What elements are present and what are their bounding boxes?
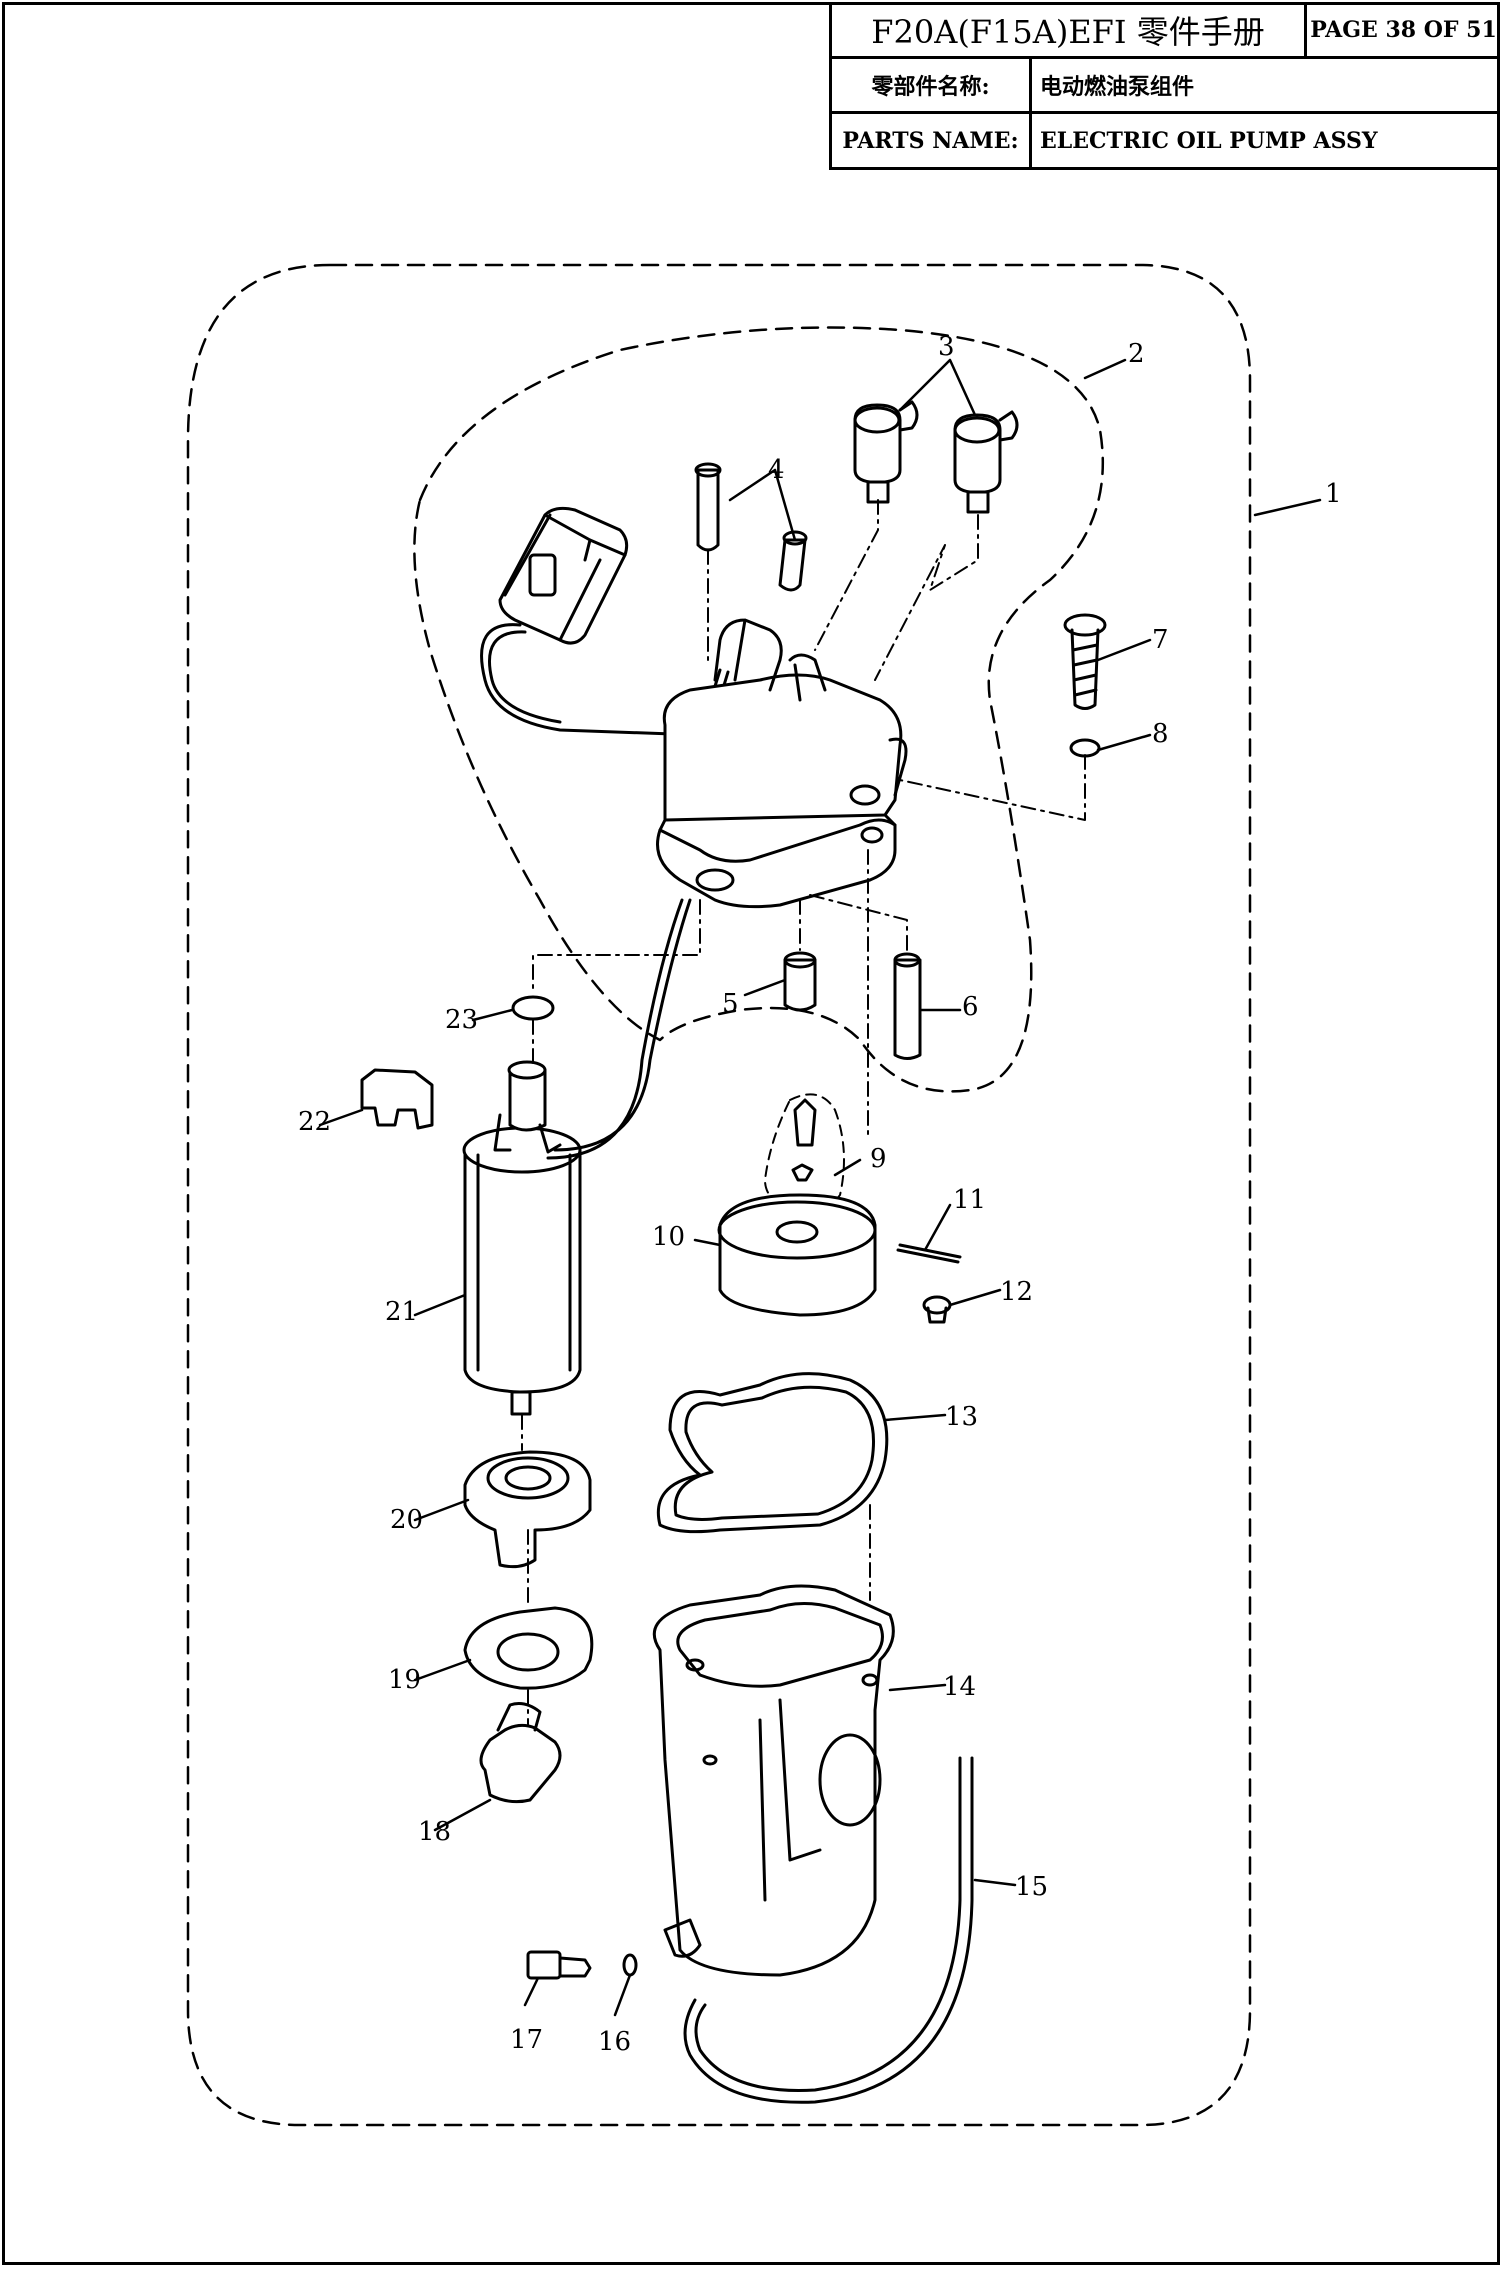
part-9-valve [791, 1098, 817, 1182]
cn-name-row: 零部件名称: 电动燃油泵组件 [832, 59, 1500, 114]
callout-5: 5 [722, 989, 739, 1019]
part-16-oring [622, 1953, 638, 1977]
callout-11: 11 [953, 1185, 986, 1215]
title-block: F20A(F15A)EFI 零件手册 PAGE 38 OF 51 零部件名称: … [829, 4, 1500, 170]
title-row: F20A(F15A)EFI 零件手册 PAGE 38 OF 51 [832, 4, 1500, 59]
en-parts-name-label: PARTS NAME: [832, 114, 1032, 167]
callout-1: 1 [1325, 479, 1342, 509]
part-13-gasket [656, 1372, 889, 1534]
part-5-cylinder [783, 951, 817, 1012]
subassembly-boundary-2 [413, 326, 1105, 1093]
callout-10: 10 [652, 1222, 685, 1252]
pump-top-cover [656, 618, 908, 909]
part-7-screw [1063, 613, 1107, 710]
en-name-row: PARTS NAME: ELECTRIC OIL PUMP ASSY [832, 114, 1500, 167]
part-12-screw [922, 1295, 952, 1324]
callout-17: 17 [510, 2025, 543, 2055]
cn-parts-name-label: 零部件名称: [832, 59, 1032, 111]
assembly-boundary-1 [186, 263, 1252, 2127]
part-15-hose [683, 1756, 974, 2104]
leader-lines [318, 358, 1322, 2017]
callout-23: 23 [445, 1005, 478, 1035]
callout-13: 13 [945, 1402, 978, 1432]
part-22-clip [360, 1068, 434, 1130]
part-20-bracket [463, 1450, 592, 1569]
part-10-block [717, 1193, 877, 1317]
callout-3: 3 [938, 332, 955, 362]
callout-14: 14 [943, 1672, 976, 1702]
part-21-pump-motor [462, 898, 692, 1416]
wiring-connector [480, 506, 730, 740]
part-17-fitting [526, 1950, 592, 1980]
callout-6: 6 [962, 992, 979, 1022]
part-3-plugs [853, 400, 1019, 514]
part-14-housing [652, 1584, 895, 1977]
callout-22: 22 [298, 1107, 331, 1137]
callout-labels: 1 2 3 4 5 6 7 8 9 10 11 12 13 14 15 16 1… [298, 332, 1342, 2057]
callout-15: 15 [1015, 1872, 1048, 1902]
part-8-washer [1069, 738, 1101, 758]
cn-parts-name-value: 电动燃油泵组件 [1040, 74, 1195, 100]
part-4-pins [694, 462, 808, 592]
callout-19: 19 [388, 1665, 421, 1695]
callout-16: 16 [598, 2027, 631, 2057]
callout-20: 20 [390, 1505, 423, 1535]
callout-4: 4 [768, 455, 785, 485]
manual-title: F20A(F15A)EFI 零件手册 [832, 4, 1307, 56]
part-11-pin [896, 1243, 962, 1264]
callout-9: 9 [870, 1144, 887, 1174]
part-19-plate [463, 1606, 594, 1690]
callout-12: 12 [1000, 1277, 1033, 1307]
part-18-grommet [479, 1702, 562, 1804]
callout-8: 8 [1152, 719, 1169, 749]
en-parts-name-value: ELECTRIC OIL PUMP ASSY [1040, 127, 1378, 154]
part-6-rod [893, 952, 922, 1060]
callout-18: 18 [418, 1817, 451, 1847]
callout-7: 7 [1152, 625, 1169, 655]
part-23-oring [511, 995, 555, 1021]
assembly-lines [521, 499, 1086, 1726]
callout-2: 2 [1128, 339, 1145, 369]
callout-21: 21 [385, 1297, 418, 1327]
page-number: PAGE 38 OF 51 [1310, 17, 1497, 43]
